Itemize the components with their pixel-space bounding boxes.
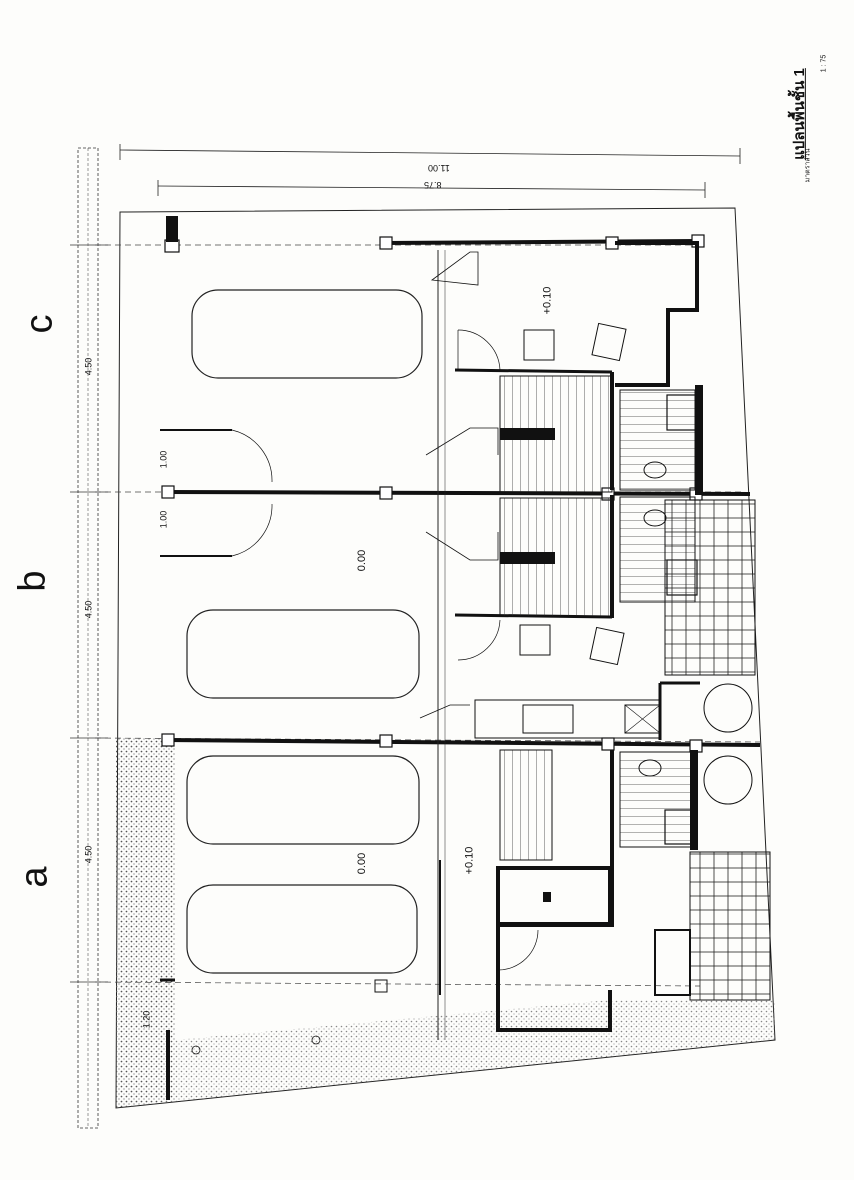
door-swings (419, 251, 499, 719)
corner-post (166, 216, 178, 242)
drawing-title: แปลนพื้นชั้น 1 (790, 68, 808, 160)
door-swing-icon (425, 531, 499, 561)
level-room-c: +0.10 (541, 286, 554, 315)
toilet-icon (638, 759, 662, 777)
grid-axes (94, 244, 761, 987)
dim-gate-2: 1.00 (158, 510, 169, 529)
building-front (437, 250, 446, 1040)
tree-icon (703, 755, 753, 805)
grid-label-c: c (18, 314, 61, 334)
car-icon (191, 289, 423, 379)
toilet-icon (643, 461, 667, 479)
scale-caption: มาตราส่วน (804, 148, 812, 183)
car-icon (186, 755, 420, 845)
dimension-ladder (70, 147, 108, 1129)
unit-b (454, 495, 756, 740)
door-swing-icon (419, 704, 470, 719)
dim-bay-a: 4.50 (83, 845, 94, 864)
cars (186, 289, 423, 974)
gates (160, 429, 273, 1100)
car-icon (186, 609, 420, 699)
dim-edge: 1.20 (141, 1010, 152, 1029)
dim-gate-1: 1.00 (158, 450, 169, 469)
unit-c (454, 241, 703, 495)
level-parking-b: 0.00 (356, 549, 369, 572)
dim-overall: 11.00 (428, 163, 450, 173)
dimension-lines-top (119, 144, 741, 198)
dim-bay-b: 4.50 (83, 600, 94, 619)
door-swing-icon (430, 251, 479, 286)
dim-bay-c: 4.50 (83, 357, 94, 376)
dim-inner: 8.75 (424, 180, 442, 190)
level-room-a: +0.10 (463, 846, 476, 875)
door-swing-icon (425, 427, 499, 456)
grid-label-a: a (13, 866, 56, 888)
level-parking-a: 0.00 (356, 852, 369, 875)
grid-label-b: b (11, 570, 54, 592)
drawing-scale: 1 : 75 (820, 54, 828, 73)
tree-icon (703, 683, 753, 733)
car-icon (186, 884, 418, 974)
title-block: แปลนพื้นชั้น 1 1 : 75 มาตราส่วน (735, 40, 854, 200)
unit-a (191, 749, 771, 1055)
